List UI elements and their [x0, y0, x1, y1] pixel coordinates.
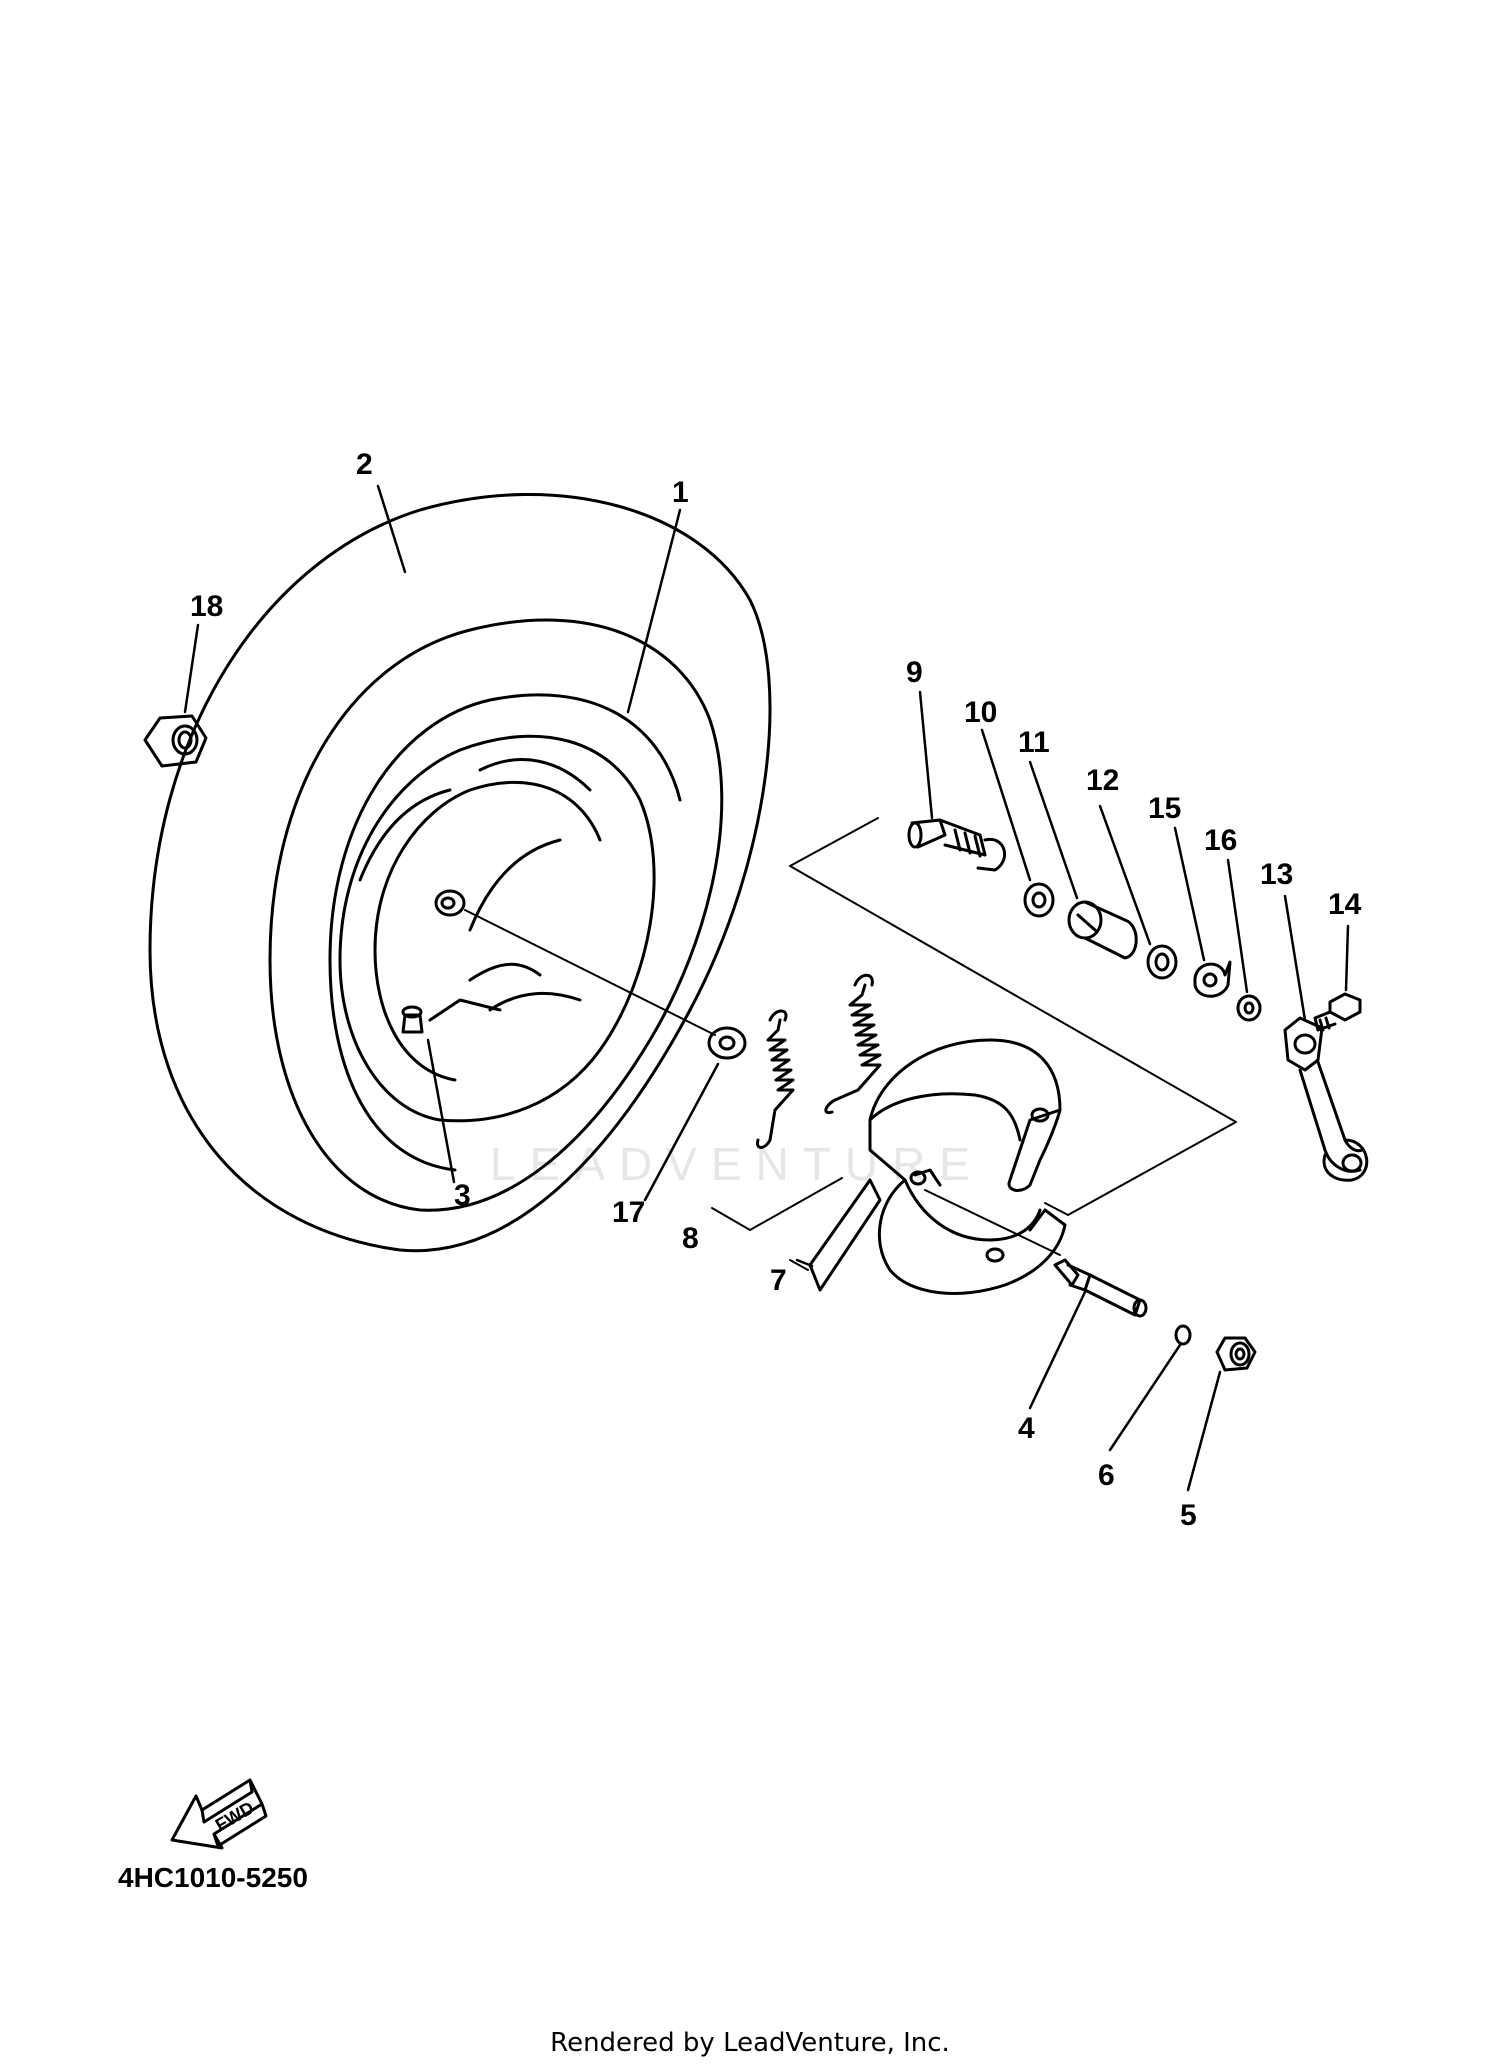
fwd-arrow-icon	[170, 1778, 268, 1850]
cam-lever-13	[1283, 1016, 1369, 1182]
spring-left	[755, 1009, 795, 1149]
leader-lines	[183, 484, 1350, 1492]
part-label-10: 10	[964, 696, 997, 729]
bolt-4	[1053, 1258, 1148, 1318]
washer-16	[1236, 994, 1262, 1022]
washer-17	[707, 1026, 747, 1060]
axis-line-shoe	[924, 1189, 1061, 1256]
indicator-plate-15	[1193, 960, 1232, 998]
part-label-5: 5	[1180, 1499, 1197, 1532]
bushing-11	[1067, 900, 1138, 960]
washer-10	[1023, 882, 1055, 918]
bolt-14	[1313, 992, 1362, 1032]
spring-bracket	[711, 1177, 843, 1231]
axis-line-hub	[464, 909, 716, 1036]
part-label-2: 2	[356, 448, 373, 481]
part-label-7: 7	[770, 1264, 787, 1297]
spring-right	[824, 973, 882, 1115]
ring-12	[1146, 944, 1178, 980]
valve-stem	[401, 1005, 424, 1034]
part-label-4: 4	[1018, 1412, 1035, 1445]
part-label-3: 3	[454, 1179, 471, 1212]
part-label-6: 6	[1098, 1459, 1115, 1492]
assembly-bracket	[789, 817, 1237, 1216]
part-label-16: 16	[1204, 824, 1237, 857]
part-label-1: 1	[672, 476, 689, 509]
part-label-13: 13	[1260, 858, 1293, 891]
brake-shoe-upper	[868, 1038, 1062, 1192]
part-label-11: 11	[1018, 726, 1050, 759]
camshaft-9	[907, 818, 1006, 872]
nut-5	[1215, 1336, 1257, 1372]
part-label-9: 9	[906, 656, 923, 689]
nut-18	[143, 714, 208, 768]
part-label-14: 14	[1328, 888, 1362, 921]
part-label-18: 18	[190, 590, 223, 623]
drawing-number: 4HC1010-5250	[118, 1862, 308, 1893]
footer-credit: Rendered by LeadVenture, Inc.	[550, 2028, 950, 2058]
hub-hole	[434, 889, 466, 917]
lining-bracket	[789, 1259, 809, 1271]
part-label-8: 8	[682, 1222, 699, 1255]
wheel-rim	[338, 734, 656, 1123]
part-label-15: 15	[1148, 792, 1181, 825]
part-label-12: 12	[1086, 764, 1119, 797]
watermark-text: LEADVENTURE	[490, 1138, 984, 1190]
o-ring-6	[1174, 1324, 1192, 1346]
tire	[148, 493, 772, 1253]
part-label-17: 17	[612, 1196, 645, 1229]
brake-lining	[808, 1178, 882, 1292]
